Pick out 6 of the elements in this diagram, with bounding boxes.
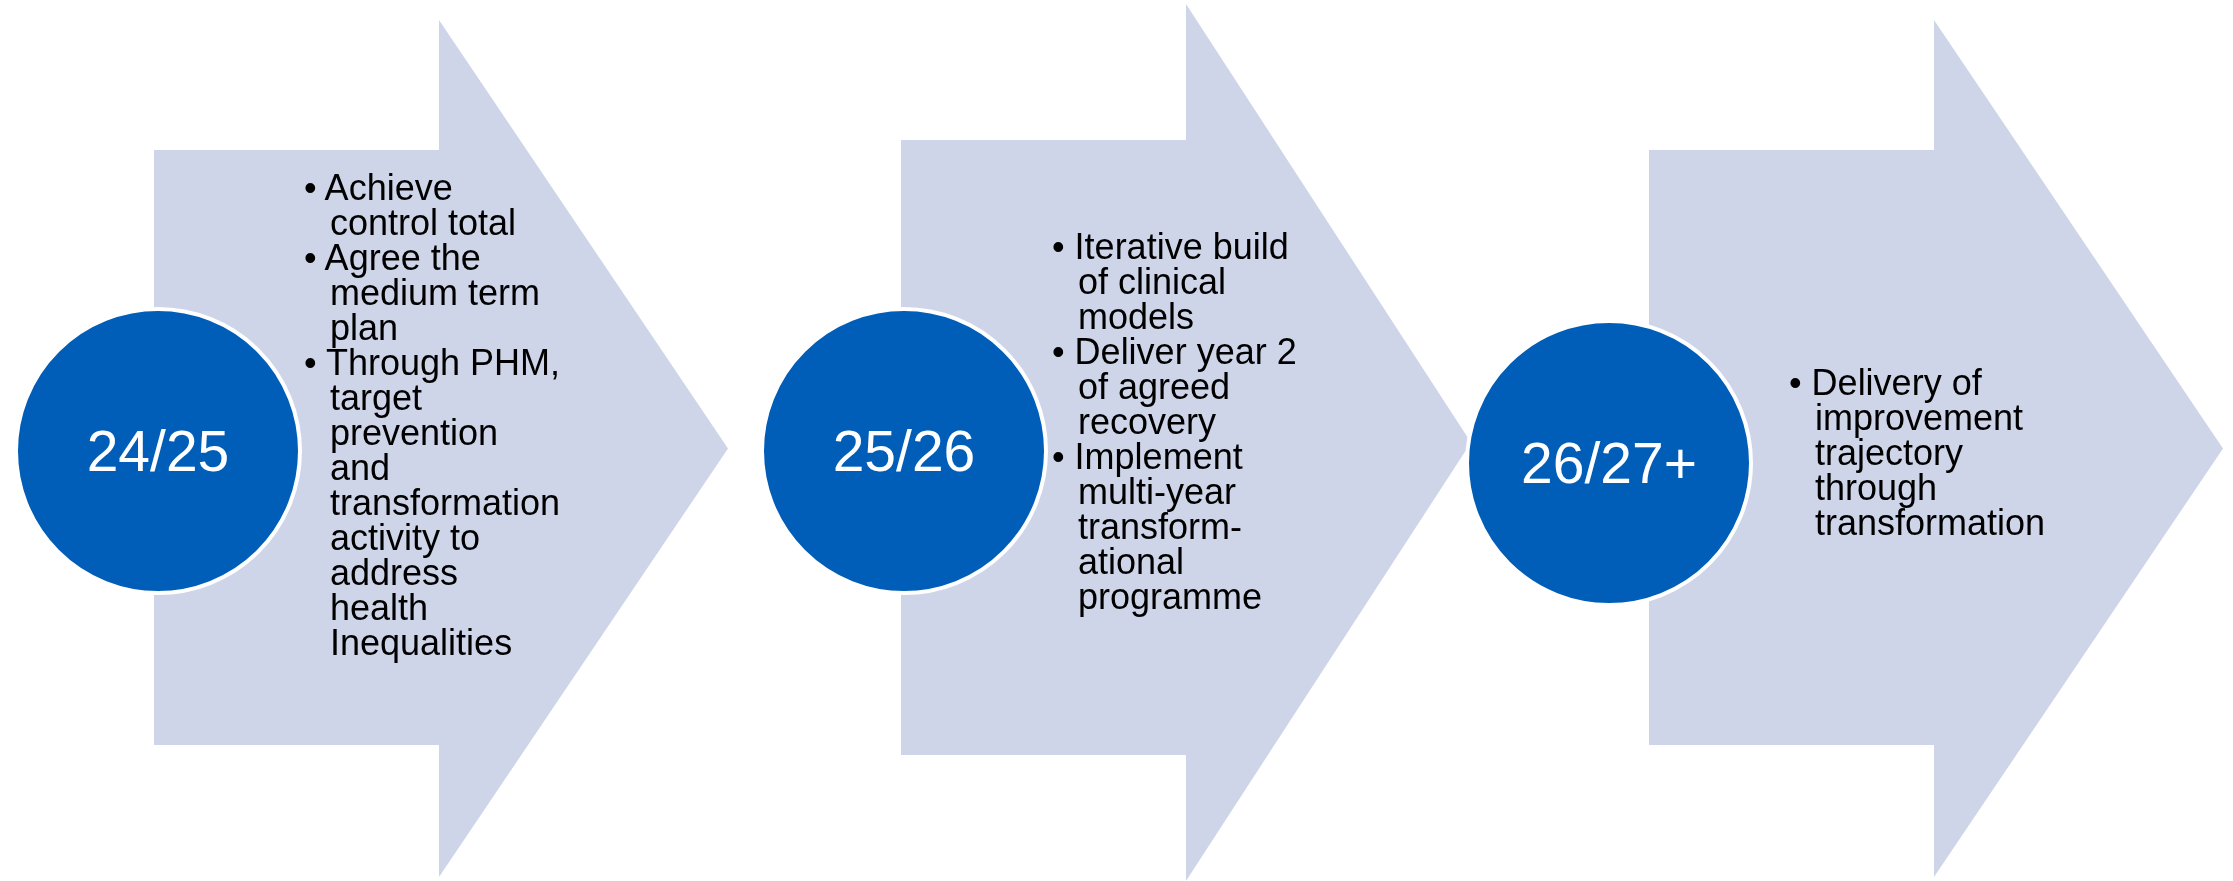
- bullet-point: • Iterative build of clinical models: [1052, 229, 1290, 334]
- year-label: 26/27+: [1521, 430, 1697, 496]
- bullet-point: • Delivery of improvement trajectory through transformation: [1789, 365, 2047, 540]
- bullet-point: • Achieve control total: [304, 170, 518, 240]
- year-label: 24/25: [86, 418, 230, 484]
- year-label: 25/26: [832, 418, 976, 484]
